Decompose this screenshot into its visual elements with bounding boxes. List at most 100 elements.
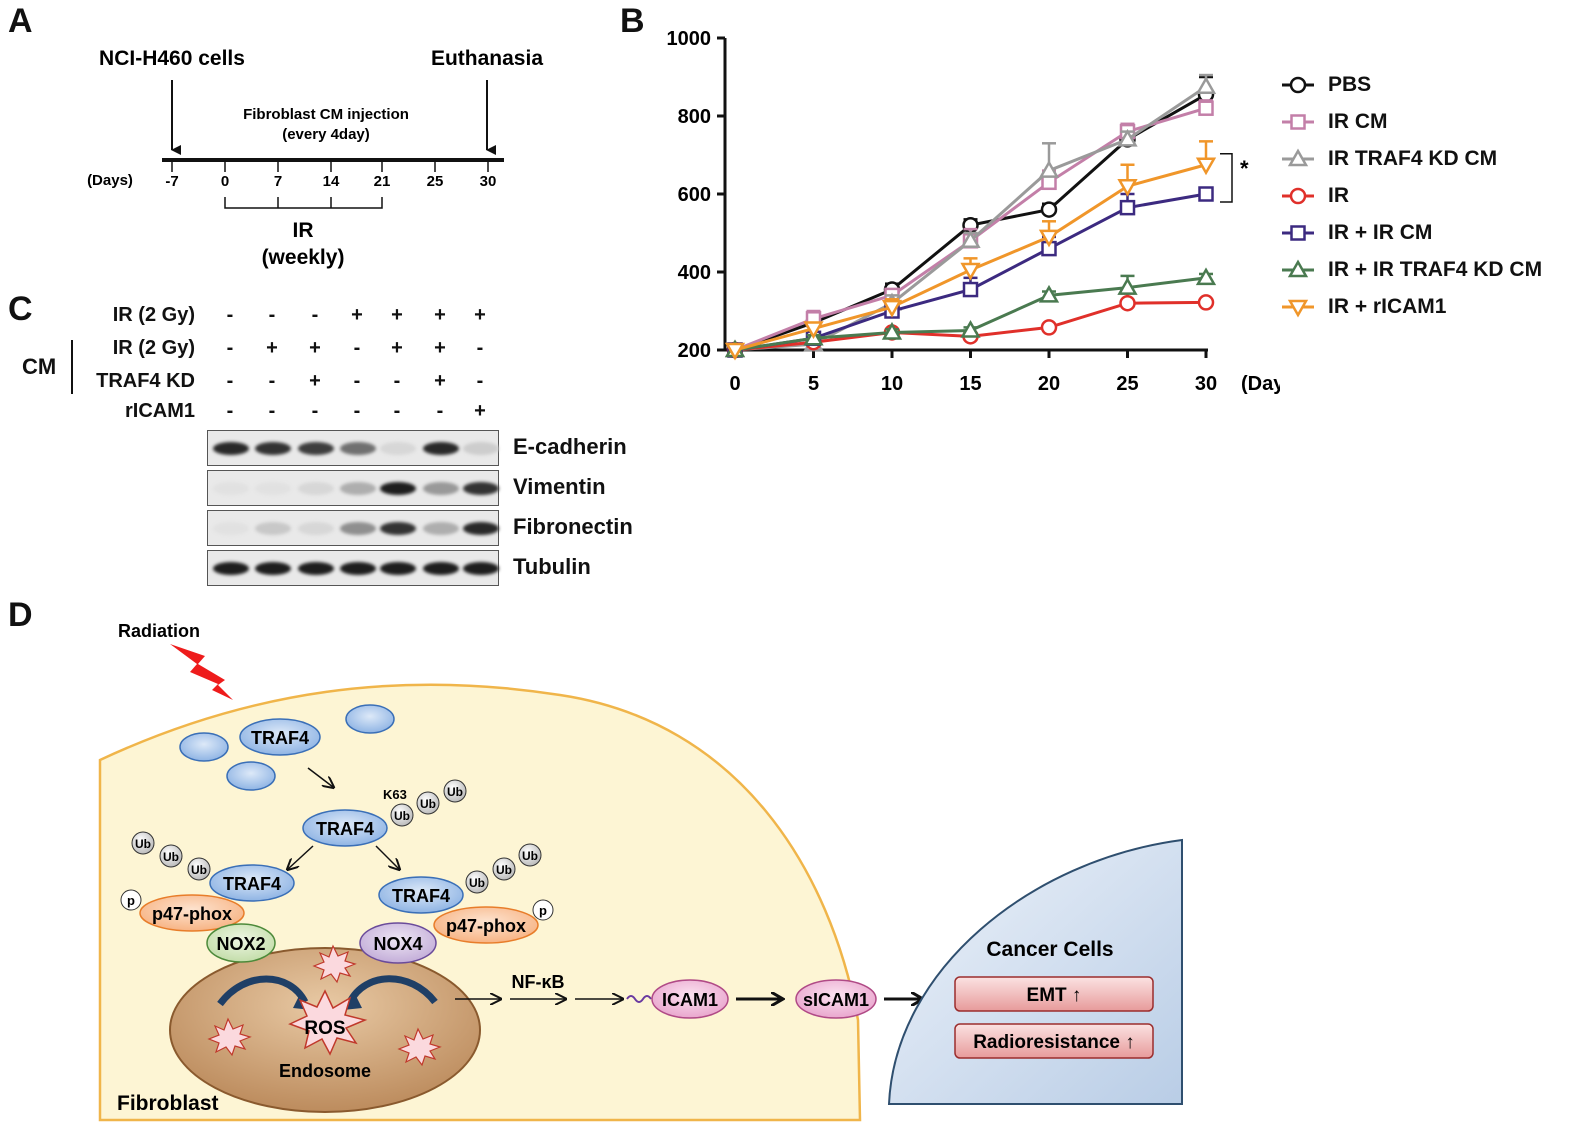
blot-band xyxy=(213,522,249,535)
blot-band xyxy=(340,482,376,495)
data-point xyxy=(881,299,903,318)
y-tick-label: 1000 xyxy=(667,28,712,50)
legend-item: PBS xyxy=(1280,70,1371,100)
blot-protein-label: Tubulin xyxy=(513,554,591,579)
condition-sign: + xyxy=(474,304,486,326)
cancer-cells-label: Cancer Cells xyxy=(986,938,1113,961)
data-point xyxy=(881,321,903,340)
blot-band xyxy=(463,442,499,455)
legend-swatch-icon xyxy=(1282,299,1314,318)
blot-band xyxy=(255,482,291,495)
data-point xyxy=(1198,100,1214,116)
condition-sign: + xyxy=(474,400,486,422)
legend-item: IR + IR TRAF4 KD CM xyxy=(1280,255,1542,285)
legend-marker xyxy=(1289,76,1307,94)
ub-label: Ub xyxy=(522,849,538,863)
traf4-node-left xyxy=(209,864,295,902)
legend-swatch-icon xyxy=(1282,76,1314,94)
blot-band xyxy=(255,522,291,535)
timeline-svg: NCI-H460 cells Euthanasia Fibroblast CM … xyxy=(87,47,543,269)
p47-phox-node-left xyxy=(139,894,245,932)
icam1-label: ICAM1 xyxy=(662,990,718,1010)
blot-strip xyxy=(207,550,499,586)
nox2-node xyxy=(206,923,276,963)
ub-label: Ub xyxy=(420,797,436,811)
condition-sign: + xyxy=(391,304,403,326)
radioresistance-label: Radioresistance ↑ xyxy=(973,1032,1135,1053)
traf4-label-left: TRAF4 xyxy=(223,874,281,894)
data-point xyxy=(960,230,981,249)
ros-flow-arrow-right xyxy=(346,975,438,1005)
blot-band xyxy=(463,522,499,535)
condition-sign: + xyxy=(434,337,446,359)
legend-marker xyxy=(1287,259,1309,278)
blot-band xyxy=(255,442,291,455)
ub-label: Ub xyxy=(447,785,463,799)
legend-marker xyxy=(1290,114,1306,130)
emt-label: EMT ↑ xyxy=(1027,985,1082,1006)
legend-item: IR + rICAM1 xyxy=(1280,292,1446,322)
blot-protein-label: Fibronectin xyxy=(513,514,633,539)
legend-swatch-icon xyxy=(1282,259,1314,278)
icam1-node xyxy=(651,979,729,1019)
data-point xyxy=(1198,186,1214,202)
data-point xyxy=(1119,199,1136,216)
series-ir-cm xyxy=(727,99,1214,358)
ub-chain-right: Ub Ub Ub xyxy=(465,843,542,894)
timeline-panel: NCI-H460 cells Euthanasia Fibroblast CM … xyxy=(0,0,600,290)
x-tick-label: 10 xyxy=(881,373,903,395)
ub-label: Ub xyxy=(191,863,207,877)
condition-sign: - xyxy=(268,304,276,326)
blot-band xyxy=(213,482,249,495)
blot-band xyxy=(213,442,249,455)
condition-sign: - xyxy=(393,370,401,392)
condition-sign: - xyxy=(353,337,361,359)
vesicle xyxy=(345,704,395,734)
x-tick-label: 15 xyxy=(959,373,981,395)
timeline-tick-label: 25 xyxy=(427,173,444,190)
condition-sign: - xyxy=(353,370,361,392)
traf4-label-right: TRAF4 xyxy=(392,886,450,906)
y-tick-label: 600 xyxy=(678,184,711,206)
ros-burst-icon xyxy=(288,989,368,1056)
membrane-anchor xyxy=(626,995,652,1003)
blot-strip xyxy=(207,430,499,466)
western-blot-panel: IR (2 Gy)---++++IR (2 Gy)-++-++-TRAF4 KD… xyxy=(0,296,660,596)
condition-sign: + xyxy=(391,337,403,359)
cancer-cell xyxy=(887,838,1183,1105)
timeline-tick-label: 30 xyxy=(480,173,497,190)
blot-band xyxy=(340,562,376,575)
blot-band xyxy=(298,442,334,455)
panel-letter-a: A xyxy=(8,2,33,40)
series-ir-ricam1 xyxy=(724,140,1217,361)
blot-protein-label: E-cadherin xyxy=(513,434,627,459)
blot-band xyxy=(298,482,334,495)
condition-sign: + xyxy=(434,304,446,326)
condition-sign: + xyxy=(309,337,321,359)
x-tick-label: 0 xyxy=(729,373,740,395)
blot-band xyxy=(380,482,416,495)
p-label: p xyxy=(539,903,547,918)
blot-strip xyxy=(207,510,499,546)
blot-band xyxy=(423,522,459,535)
data-point xyxy=(1038,160,1060,178)
timeline-tick-label: 7 xyxy=(274,173,282,190)
timeline-tick-label: -7 xyxy=(165,173,178,190)
vesicle xyxy=(226,761,276,791)
ub-chain-mid: Ub Ub Ub xyxy=(390,779,467,827)
data-point xyxy=(1040,319,1058,336)
nox2-label: NOX2 xyxy=(216,934,265,954)
condition-sign: - xyxy=(436,400,444,422)
timeline-tick-label: 0 xyxy=(221,173,229,190)
blot-band xyxy=(423,562,459,575)
activation-arrow xyxy=(375,845,399,869)
phospho-icon xyxy=(532,899,554,921)
legend-swatch-icon xyxy=(1282,148,1314,167)
condition-sign: + xyxy=(266,337,278,359)
condition-sign: - xyxy=(226,370,234,392)
blot-band xyxy=(298,522,334,535)
ub-label: Ub xyxy=(163,850,179,864)
legend-item: IR TRAF4 KD CM xyxy=(1280,144,1497,174)
x-tick-label: 30 xyxy=(1195,373,1217,395)
